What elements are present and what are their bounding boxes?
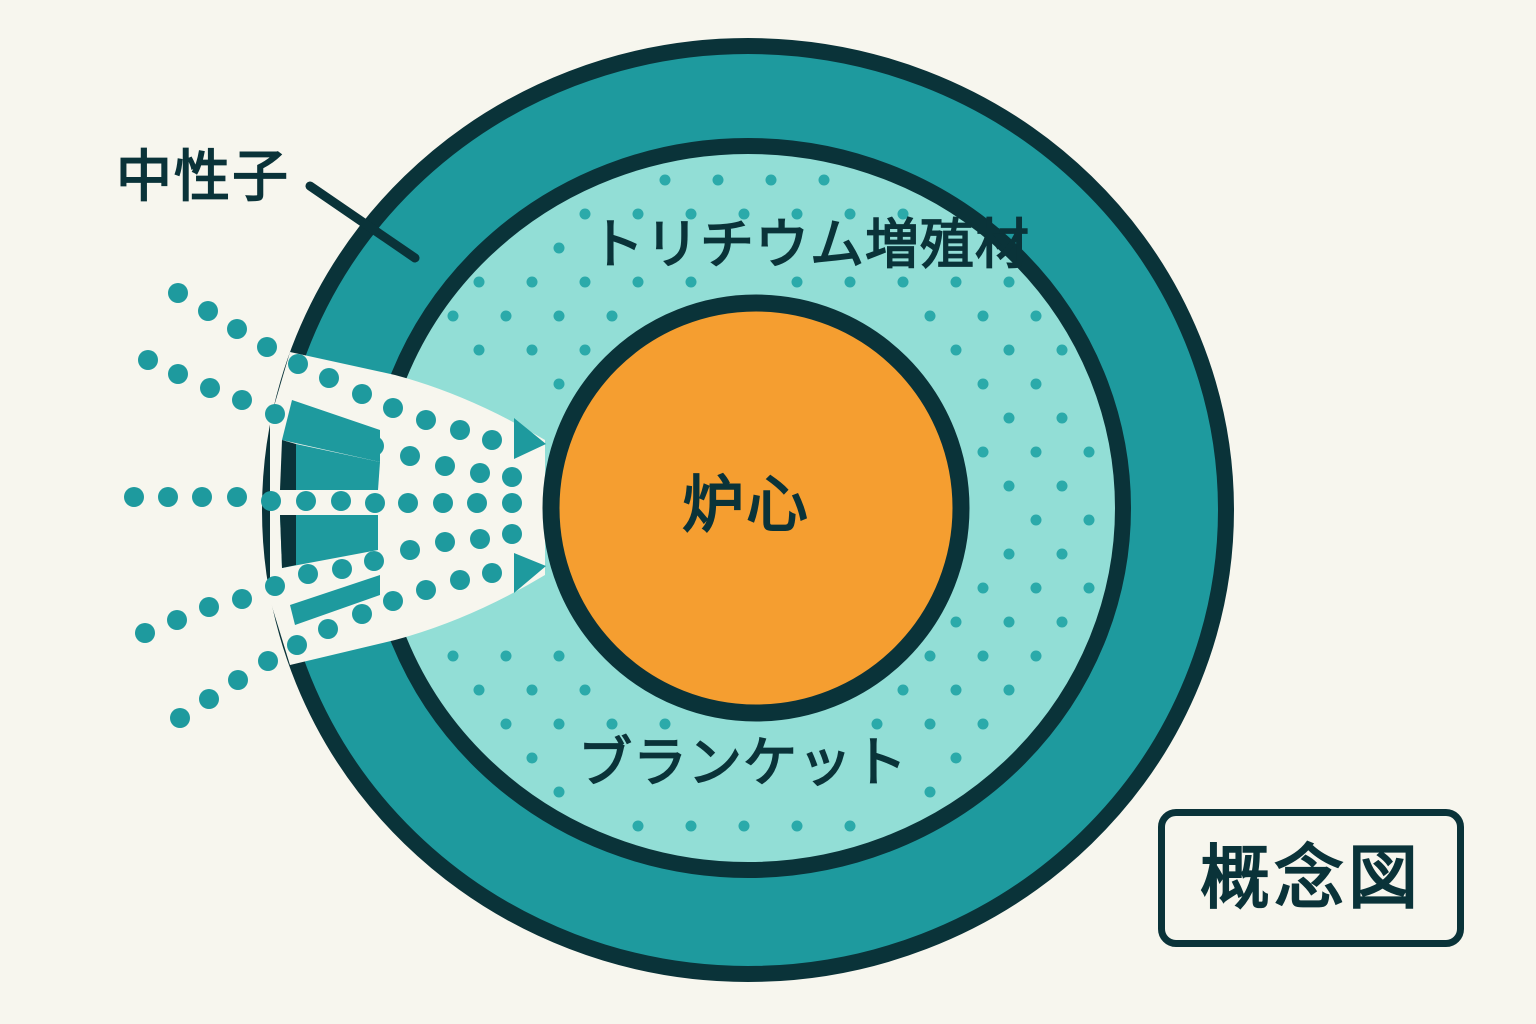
neutron-label: 中性子 bbox=[116, 145, 290, 210]
neutron-particles bbox=[124, 283, 522, 728]
neutron-leader-line bbox=[305, 181, 420, 263]
blanket-label: ブランケット bbox=[578, 731, 908, 794]
concept-diagram-badge-text: 概念図 bbox=[1200, 837, 1422, 919]
tritium-breeding-material-label: トリチウム増殖材 bbox=[590, 213, 1030, 276]
blanket-dot-pattern bbox=[447, 174, 1095, 832]
concept-diagram-badge: 概念図 bbox=[1158, 809, 1464, 947]
core-label: 炉心 bbox=[682, 468, 811, 541]
reactor-core bbox=[542, 294, 970, 722]
arrowhead-icon bbox=[514, 418, 546, 593]
